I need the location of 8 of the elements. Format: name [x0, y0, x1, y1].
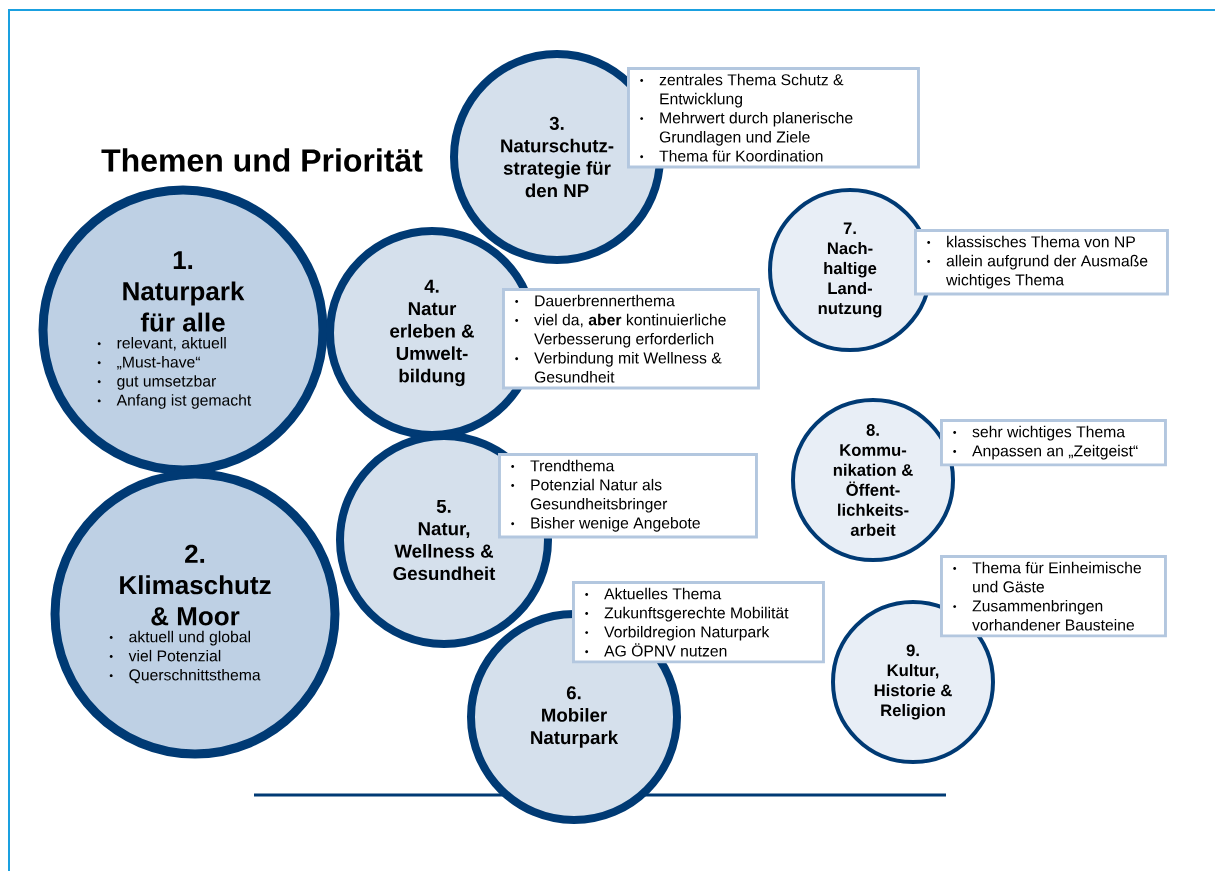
- note-box: sehr wichtiges Thema Anpassen an „Zeitgeist“: [940, 419, 1167, 467]
- note-box: Trendthema Potenzial Natur als Gesundheitsbringer Bisher wenige Angebote: [498, 453, 758, 539]
- title: Themen und Priorität: [101, 148, 423, 172]
- note-box: klassisches Thema von NP allein aufgrund der Ausmaße wichtiges Thema: [914, 229, 1169, 296]
- note-box: zentrales Thema Schutz & Entwicklung Mehrwert durch planerische Grundlagen und Ziele Thema für Koordination: [627, 67, 920, 169]
- note-box: Thema für Einheimische und Gäste Zusammenbringen vorhandener Bausteine: [940, 555, 1167, 638]
- note-box: Aktuelles Thema Zukunftsgerechte Mobilität Vorbildregion Naturpark AG ÖPNV nutzen: [572, 581, 825, 664]
- note-box: Dauerbrennerthema viel da, aber kontinuierliche Verbesserung erforderlich Verbindung mit Wellness & Gesundheit: [502, 288, 760, 390]
